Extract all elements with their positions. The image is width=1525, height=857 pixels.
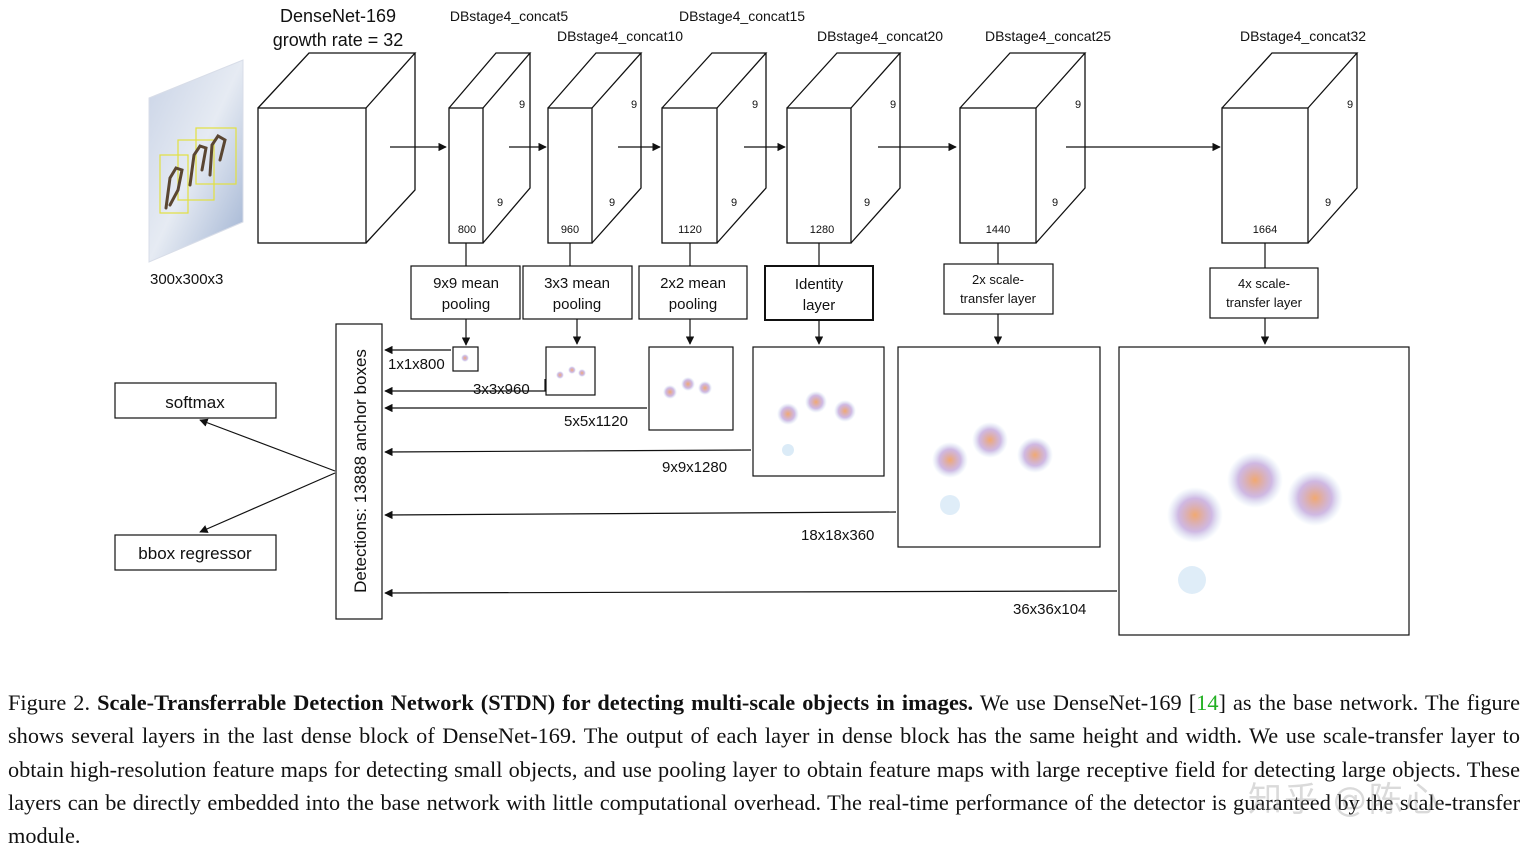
stage-2-name: DBstage4_concat10: [557, 28, 683, 44]
stage-6-channels: 1664: [1253, 224, 1277, 236]
feature-map-4: [752, 346, 885, 477]
op-2-line1: 3x3 mean: [544, 275, 610, 292]
cube-to-op-lines: [465, 243, 1266, 268]
stage-2-side-bottom: 9: [609, 197, 615, 209]
feature-map-5: [897, 346, 1101, 548]
op-6-line2: transfer layer: [1226, 295, 1303, 310]
op-5-line1: 2x scale-: [972, 272, 1024, 287]
map-2-size: 3x3x960: [473, 381, 530, 398]
stage-4-channels: 1280: [810, 224, 834, 236]
feature-map-1: [452, 346, 479, 372]
feature-map-3: [648, 346, 734, 431]
stage-1-channels: 800: [458, 224, 476, 236]
stage-4-name: DBstage4_concat20: [817, 28, 943, 44]
caption-title: Scale-Transferrable Detection Network (S…: [97, 690, 974, 715]
op-4-line1: Identity: [795, 276, 844, 293]
stage-3-side-top: 9: [752, 99, 758, 111]
stage-2-channels: 960: [561, 224, 579, 236]
map-1-size: 1x1x800: [388, 356, 445, 373]
bbox-regressor-label: bbox regressor: [138, 544, 252, 563]
stage-3-side-bottom: 9: [731, 197, 737, 209]
bbox-regressor-box: [114, 534, 277, 571]
input-image: [148, 59, 244, 263]
detections-box: [335, 323, 383, 620]
softmax-label: softmax: [165, 393, 225, 412]
op-box-2: [522, 265, 633, 320]
stage-5-channels: 1440: [986, 224, 1010, 236]
stage-6-side-bottom: 9: [1325, 197, 1331, 209]
stage-1-side-bottom: 9: [497, 197, 503, 209]
stdn-architecture-diagram: 300x300x3 DenseNet-169 growth rate = 32 …: [114, 6, 1410, 636]
stage-1-cube: [448, 52, 532, 244]
op-box-6: [1209, 267, 1319, 319]
map-3-size: 5x5x1120: [564, 413, 628, 430]
op-3-line1: 2x2 mean: [660, 275, 726, 292]
stage-1-side-top: 9: [519, 99, 525, 111]
map-to-detection-arrows: [384, 345, 1118, 598]
op-2-line2: pooling: [553, 296, 601, 313]
densenet-growth-rate: growth rate = 32: [273, 30, 404, 50]
op-box-4: [764, 265, 874, 321]
map-6-size: 36x36x104: [1013, 601, 1086, 618]
feature-map-6: [1118, 346, 1410, 636]
stage-6-side-top: 9: [1347, 99, 1353, 111]
stage-6-cube: [1221, 52, 1359, 244]
citation-link[interactable]: 14: [1196, 690, 1219, 715]
densenet-block: [257, 52, 417, 244]
stage-4-cube: [786, 52, 902, 244]
stage-6-name: DBstage4_concat32: [1240, 28, 1366, 44]
stage-5-name: DBstage4_concat25: [985, 28, 1111, 44]
stage-1-name: DBstage4_concat5: [450, 8, 569, 24]
feature-map-2: [545, 346, 596, 396]
op-1-line1: 9x9 mean: [433, 275, 499, 292]
detection-head-arrows: [199, 418, 336, 533]
stage-2-side-top: 9: [631, 99, 637, 111]
stage-4-side-top: 9: [890, 99, 896, 111]
op-to-map-arrows: [461, 314, 1270, 346]
figure-label: Figure 2.: [8, 690, 91, 715]
caption-text-2: ] as the base network. The figure shows …: [8, 690, 1520, 849]
op-box-3: [638, 265, 748, 320]
input-size-label: 300x300x3: [150, 271, 223, 288]
stage-3-cube: [661, 52, 768, 244]
detections-label: Detections: 13888 anchor boxes: [351, 349, 370, 593]
stage-5-side-bottom: 9: [1052, 197, 1058, 209]
op-4-line2: layer: [803, 297, 836, 314]
op-3-line2: pooling: [669, 296, 717, 313]
stage-5-side-top: 9: [1075, 99, 1081, 111]
op-box-5: [943, 263, 1054, 315]
figure-caption: Figure 2. Scale-Transferrable Detection …: [8, 686, 1520, 852]
watermark: 知乎 @陈心: [1248, 780, 1441, 820]
op-5-line2: transfer layer: [960, 291, 1037, 306]
map-5-size: 18x18x360: [801, 527, 874, 544]
densenet-title: DenseNet-169: [280, 6, 396, 26]
softmax-box: [114, 382, 277, 419]
stage-3-channels: 1120: [678, 224, 702, 236]
op-1-line2: pooling: [442, 296, 490, 313]
map-4-size: 9x9x1280: [662, 459, 727, 476]
stage-4-side-bottom: 9: [864, 197, 870, 209]
stage-3-name: DBstage4_concat15: [679, 8, 805, 24]
stage-2-cube: [547, 52, 643, 244]
caption-text-1: We use DenseNet-169 [: [979, 690, 1197, 715]
stage-5-cube: [959, 52, 1087, 244]
op-6-line1: 4x scale-: [1238, 276, 1290, 291]
